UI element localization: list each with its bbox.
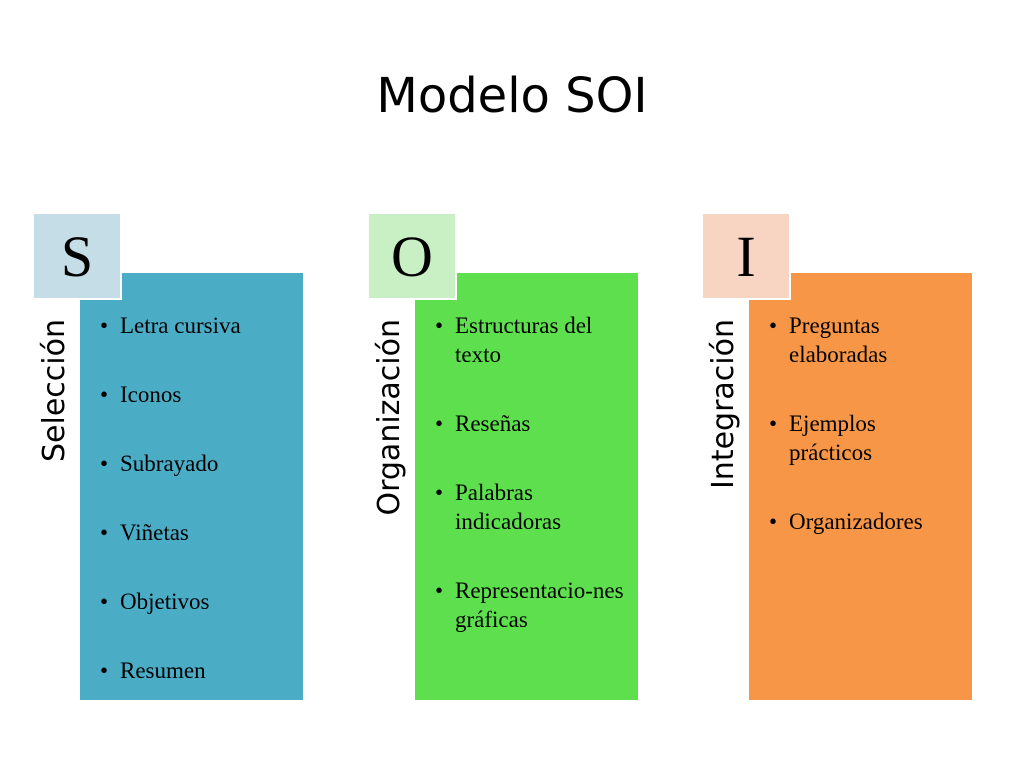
side-label-text: Integración bbox=[706, 319, 741, 490]
list-item: Reseñas bbox=[433, 409, 630, 438]
list-item: Palabras indicadoras bbox=[433, 478, 630, 536]
column-organizacion: O Organización Estructuras del texto Res… bbox=[367, 212, 642, 702]
item-list: Preguntas elaboradas Ejemplos prácticos … bbox=[749, 273, 972, 536]
side-label-organizacion: Organización bbox=[367, 302, 413, 702]
list-item: Ejemplos prácticos bbox=[767, 409, 964, 467]
side-label-text: Organización bbox=[372, 319, 407, 516]
letter-box-i: I bbox=[701, 212, 791, 300]
list-item: Estructuras del texto bbox=[433, 311, 630, 369]
list-item: Organizadores bbox=[767, 507, 964, 536]
side-label-integracion: Integración bbox=[701, 302, 747, 702]
column-seleccion: S Selección Letra cursiva Iconos Subraya… bbox=[32, 212, 307, 702]
slide-title: Modelo SOI bbox=[376, 68, 648, 124]
column-integracion: I Integración Preguntas elaboradas Ejemp… bbox=[701, 212, 976, 702]
list-item: Letra cursiva bbox=[98, 311, 295, 340]
panel-integracion: Preguntas elaboradas Ejemplos prácticos … bbox=[747, 271, 974, 702]
panel-seleccion: Letra cursiva Iconos Subrayado Viñetas O… bbox=[78, 271, 305, 702]
list-item: Objetivos bbox=[98, 587, 295, 616]
item-list: Estructuras del texto Reseñas Palabras i… bbox=[415, 273, 638, 634]
list-item: Iconos bbox=[98, 380, 295, 409]
side-label-text: Selección bbox=[37, 319, 72, 462]
letter-box-s: S bbox=[32, 212, 122, 300]
list-item: Preguntas elaboradas bbox=[767, 311, 964, 369]
list-item: Viñetas bbox=[98, 518, 295, 547]
panel-organizacion: Estructuras del texto Reseñas Palabras i… bbox=[413, 271, 640, 702]
side-label-seleccion: Selección bbox=[32, 302, 78, 702]
list-item: Subrayado bbox=[98, 449, 295, 478]
list-item: Representacio-nes gráficas bbox=[433, 576, 630, 634]
list-item: Resumen bbox=[98, 656, 295, 685]
letter-box-o: O bbox=[367, 212, 457, 300]
item-list: Letra cursiva Iconos Subrayado Viñetas O… bbox=[80, 273, 303, 685]
